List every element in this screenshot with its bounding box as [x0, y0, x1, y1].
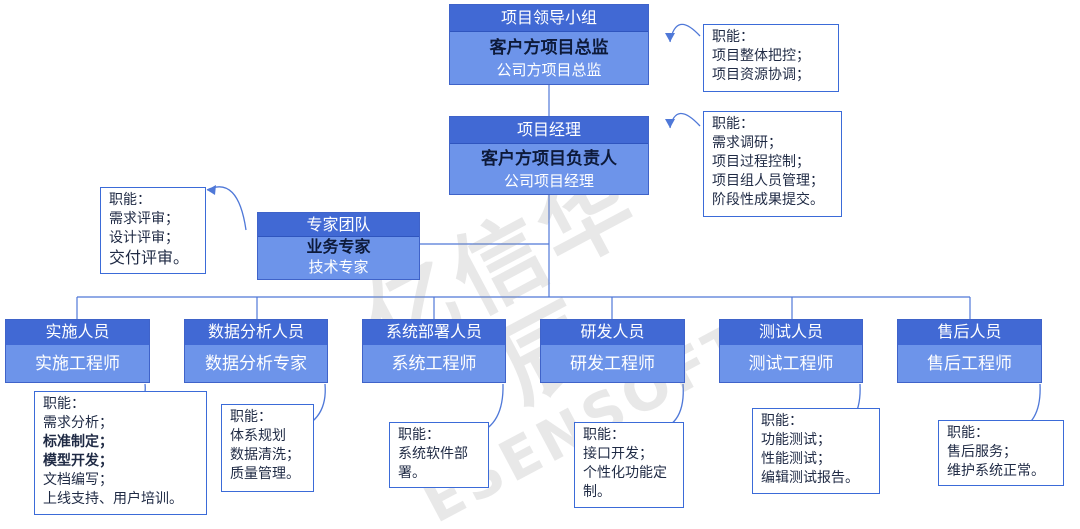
- project-manager-title: 项目经理: [450, 117, 648, 144]
- duty-item: 需求评审；: [109, 211, 179, 227]
- project-manager-client-lead: 客户方项目负责人: [481, 149, 617, 169]
- deployment-duties-box: 职能： 系统软件部 署。: [389, 422, 489, 488]
- development-duties-box: 职能： 接口开发； 个性化功能定 制。: [574, 422, 684, 508]
- leader-group-client-director: 客户方项目总监: [489, 38, 609, 58]
- expert-duties-box: 职能： 需求评审； 设计评审； 交付评审。: [100, 187, 206, 274]
- team-title: 测试人员: [720, 320, 862, 345]
- duty-item: 制。: [583, 484, 611, 500]
- duty-item: 项目整体把控；: [712, 48, 810, 64]
- duty-label: 职能：: [398, 427, 440, 443]
- duty-label: 职能：: [583, 427, 625, 443]
- duty-item: 项目组人员管理；: [712, 173, 824, 189]
- duty-item: 设计评审；: [109, 230, 179, 246]
- arrowhead-expert: [207, 185, 216, 195]
- duty-label: 职能：: [109, 192, 151, 208]
- after-sales-duties-box: 职能： 售后服务； 维护系统正常。: [938, 420, 1064, 486]
- duty-item: 个性化功能定: [583, 465, 667, 481]
- team-title: 数据分析人员: [185, 320, 327, 345]
- duty-item: 维护系统正常。: [947, 463, 1045, 479]
- data-analysis-duties-box: 职能： 体系规划 数据清洗； 质量管理。: [221, 404, 314, 492]
- pm-duties-box: 职能： 需求调研； 项目过程控制； 项目组人员管理； 阶段性成果提交。: [703, 111, 842, 217]
- duty-item: 接口开发；: [583, 446, 653, 462]
- duty-item: 模型开发；: [43, 453, 113, 469]
- duty-item: 项目资源协调；: [712, 67, 810, 83]
- arrow-pm-duties: [669, 112, 701, 129]
- testing-duties-box: 职能： 功能测试； 性能测试； 编辑测试报告。: [752, 408, 880, 494]
- duty-label: 职能：: [947, 425, 989, 441]
- duty-item: 需求调研；: [712, 135, 782, 151]
- duty-item: 文档编写；: [43, 472, 113, 488]
- duty-item: 项目过程控制；: [712, 154, 810, 170]
- team-title: 售后人员: [898, 320, 1041, 345]
- duty-item: 上线支持、用户培训。: [43, 491, 183, 507]
- duty-item: 体系规划: [230, 428, 286, 444]
- duty-label: 职能：: [712, 116, 754, 132]
- project-manager-company-pm: 公司项目经理: [503, 172, 594, 190]
- duty-item: 系统软件部: [398, 446, 468, 462]
- duty-item: 功能测试；: [761, 432, 831, 448]
- team-node-deployment[interactable]: 系统部署人员 系统工程师: [362, 319, 506, 383]
- duty-item: 阶段性成果提交。: [712, 192, 824, 208]
- expert-team-technical: 技术专家: [308, 258, 369, 276]
- duty-label: 职能：: [761, 413, 803, 429]
- duty-item: 数据清洗；: [230, 447, 300, 463]
- implementation-duties-box: 职能： 需求分析； 标准制定； 模型开发； 文档编写； 上线支持、用户培训。: [34, 391, 207, 515]
- duty-item: 性能测试；: [761, 451, 831, 467]
- expert-team-node[interactable]: 专家团队 业务专家 技术专家: [257, 212, 420, 280]
- team-title: 实施人员: [6, 320, 149, 345]
- duty-item: 质量管理。: [230, 466, 300, 482]
- team-title: 系统部署人员: [363, 320, 505, 345]
- duty-item: 标准制定；: [43, 434, 113, 450]
- duty-item: 需求分析；: [43, 415, 113, 431]
- team-node-testing[interactable]: 测试人员 测试工程师: [719, 319, 863, 383]
- team-role: 售后工程师: [927, 354, 1012, 374]
- duty-item: 售后服务；: [947, 444, 1017, 460]
- leader-group-node[interactable]: 项目领导小组 客户方项目总监 公司方项目总监: [449, 4, 649, 85]
- team-role: 数据分析专家: [205, 354, 307, 374]
- team-role: 系统工程师: [391, 354, 477, 374]
- leader-duties-box: 职能： 项目整体把控； 项目资源协调；: [703, 24, 839, 92]
- duty-label: 职能：: [712, 29, 754, 45]
- team-role: 实施工程师: [35, 354, 120, 374]
- team-role: 测试工程师: [748, 354, 834, 374]
- arrowhead-pm: [665, 119, 675, 128]
- team-node-development[interactable]: 研发人员 研发工程师: [540, 319, 685, 383]
- duty-item: 署。: [398, 465, 426, 481]
- leader-group-title: 项目领导小组: [450, 5, 648, 32]
- duty-label: 职能：: [43, 396, 85, 412]
- team-node-after-sales[interactable]: 售后人员 售后工程师: [897, 319, 1042, 383]
- project-manager-node[interactable]: 项目经理 客户方项目负责人 公司项目经理: [449, 116, 649, 195]
- duty-label: 职能：: [230, 409, 272, 425]
- duty-item: 编辑测试报告。: [761, 470, 859, 486]
- team-role: 研发工程师: [570, 354, 655, 374]
- team-title: 研发人员: [541, 320, 684, 345]
- leader-group-company-director: 公司方项目总监: [496, 61, 602, 79]
- expert-team-business: 业务专家: [306, 237, 371, 256]
- team-node-implementation[interactable]: 实施人员 实施工程师: [5, 319, 150, 383]
- arrowhead-leader: [665, 33, 675, 42]
- team-node-data-analysis[interactable]: 数据分析人员 数据分析专家: [184, 319, 328, 383]
- duty-item: 交付评审。: [109, 248, 190, 267]
- expert-team-title: 专家团队: [258, 213, 419, 237]
